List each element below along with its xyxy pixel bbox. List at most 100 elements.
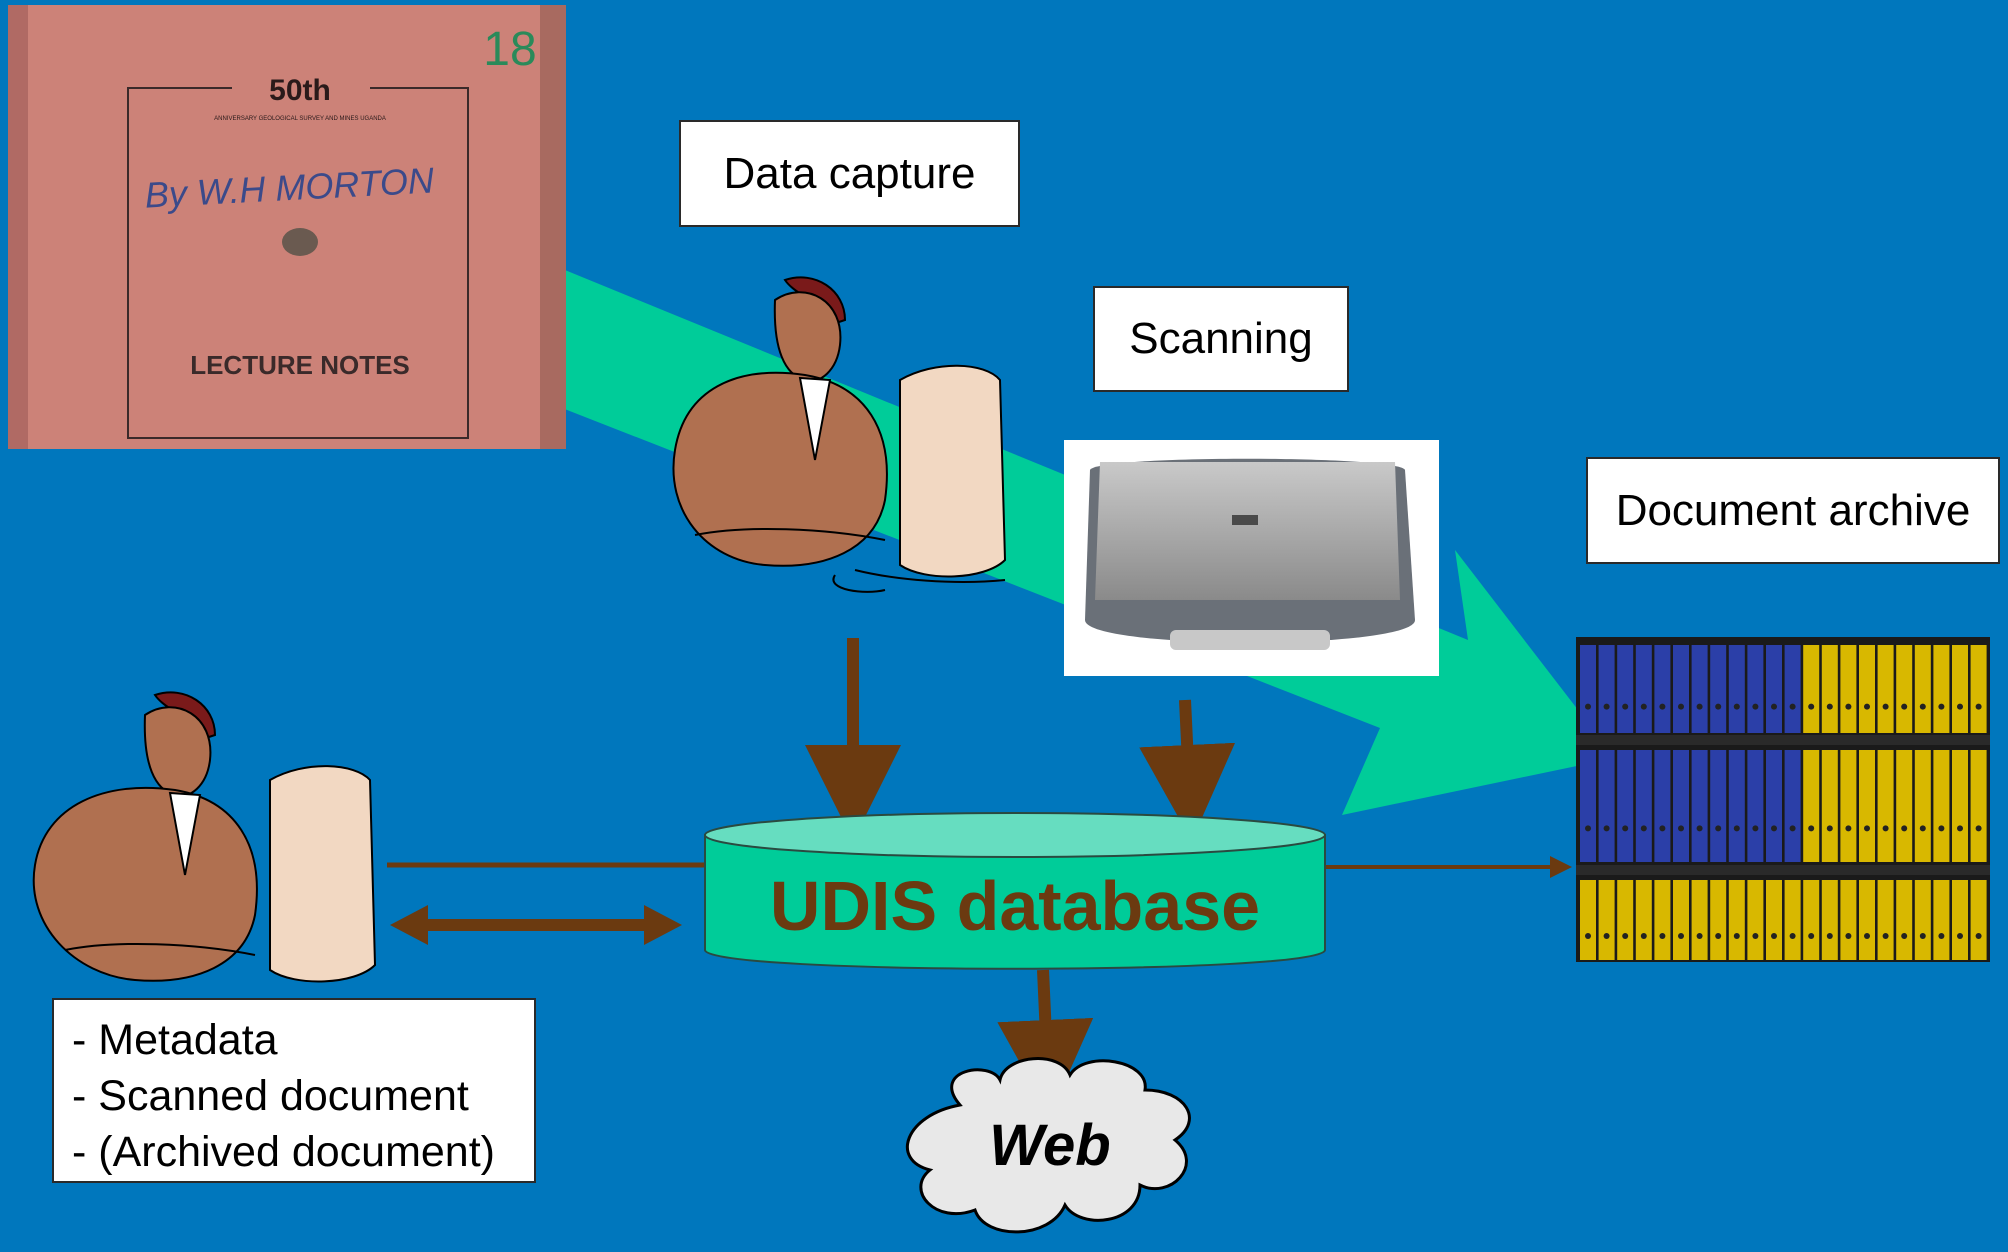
binder: [1617, 750, 1634, 862]
binder-ring: [1733, 933, 1740, 939]
binder-ring: [1789, 825, 1796, 832]
output-list: - Metadata - Scanned document - (Archive…: [52, 998, 536, 1183]
binder-ring: [1696, 703, 1703, 710]
binder: [1673, 880, 1689, 960]
binder: [1896, 645, 1913, 733]
binder: [1803, 880, 1820, 960]
binder: [1635, 645, 1652, 733]
binder-ring: [1882, 825, 1889, 832]
binder-ring: [1938, 933, 1945, 939]
binder: [1914, 645, 1931, 733]
binder-ring: [1938, 825, 1945, 832]
metadata-operator-icon: [32, 691, 377, 983]
binder: [1728, 645, 1745, 733]
binder-ring: [1808, 933, 1815, 939]
binder: [1859, 750, 1875, 862]
binder-ring: [1882, 933, 1889, 939]
binder: [1896, 750, 1913, 862]
binder: [1952, 880, 1968, 960]
document-archive-image: [1576, 637, 1990, 962]
binder: [1673, 645, 1689, 733]
binder: [1598, 750, 1615, 862]
binder: [1914, 880, 1931, 960]
binder: [1952, 750, 1968, 862]
binder-ring: [1733, 703, 1740, 710]
data-capture-label: Data capture: [679, 120, 1020, 227]
binder-ring: [1864, 825, 1870, 832]
binder: [1673, 750, 1689, 862]
binder-ring: [1752, 703, 1759, 710]
binder-ring: [1975, 933, 1982, 939]
binder-ring: [1715, 933, 1722, 939]
binder-ring: [1845, 703, 1852, 710]
binder: [1691, 645, 1708, 733]
binder: [1691, 880, 1708, 960]
binder-ring: [1622, 933, 1629, 939]
data-capture-operator-icon: [672, 276, 1007, 593]
binder-ring: [1938, 703, 1945, 710]
binder: [1784, 750, 1801, 862]
binder: [1766, 880, 1782, 960]
book-cover-image: 50th ANNIVERSARY GEOLOGICAL SURVEY AND M…: [8, 5, 566, 449]
binder-ring: [1901, 703, 1908, 710]
binder-ring: [1901, 933, 1908, 939]
binder-ring: [1919, 703, 1926, 710]
binder-ring: [1845, 825, 1852, 832]
binder-ring: [1585, 703, 1591, 710]
binder-ring: [1640, 703, 1647, 710]
binder: [1766, 750, 1782, 862]
binder: [1970, 880, 1987, 960]
binder: [1728, 750, 1745, 862]
binder-ring: [1585, 825, 1591, 832]
binder-ring: [1789, 933, 1796, 939]
binder: [1617, 880, 1634, 960]
binder-ring: [1752, 933, 1759, 939]
web-title: Web: [989, 1113, 1111, 1178]
binder-ring: [1975, 825, 1982, 832]
arrow-db-to-archive: [1325, 856, 1572, 878]
binder-ring: [1789, 703, 1796, 710]
binder: [1747, 645, 1764, 733]
binder: [1859, 880, 1875, 960]
binder-ring: [1845, 933, 1852, 939]
binder: [1710, 750, 1727, 862]
binder-ring: [1975, 703, 1982, 710]
document-archive-label: Document archive: [1586, 457, 2000, 564]
binder: [1970, 750, 1987, 862]
binder: [1840, 880, 1857, 960]
binder-ring: [1640, 825, 1647, 832]
binder: [1821, 880, 1838, 960]
binder-ring: [1603, 933, 1610, 939]
binder-ring: [1771, 933, 1777, 939]
binder-ring: [1678, 825, 1684, 832]
output-list-item-metadata: - Metadata: [72, 1016, 278, 1064]
udis-database-cylinder: [704, 812, 1326, 970]
binder-ring: [1640, 933, 1647, 939]
binder: [1617, 645, 1634, 733]
binder-ring: [1678, 703, 1684, 710]
binder: [1859, 645, 1875, 733]
binder: [1840, 750, 1857, 862]
binder-ring: [1659, 933, 1666, 939]
binder: [1896, 880, 1913, 960]
binder: [1654, 750, 1671, 862]
binder: [1635, 880, 1652, 960]
binder: [1821, 750, 1838, 862]
binder-ring: [1733, 825, 1740, 832]
binder: [1784, 880, 1801, 960]
binder: [1803, 750, 1820, 862]
binder-ring: [1826, 933, 1833, 939]
binder: [1580, 750, 1596, 862]
binder: [1598, 880, 1615, 960]
scanner-image: [1064, 440, 1439, 676]
binder-ring: [1603, 825, 1610, 832]
book-cover-subheading: ANNIVERSARY GEOLOGICAL SURVEY AND MINES …: [214, 116, 386, 122]
binder-ring: [1622, 703, 1629, 710]
binder-ring: [1603, 703, 1610, 710]
binder-ring: [1622, 825, 1629, 832]
binder-ring: [1957, 933, 1963, 939]
binder: [1970, 645, 1987, 733]
binder: [1598, 645, 1615, 733]
binder-ring: [1715, 703, 1722, 710]
binder-ring: [1957, 825, 1963, 832]
